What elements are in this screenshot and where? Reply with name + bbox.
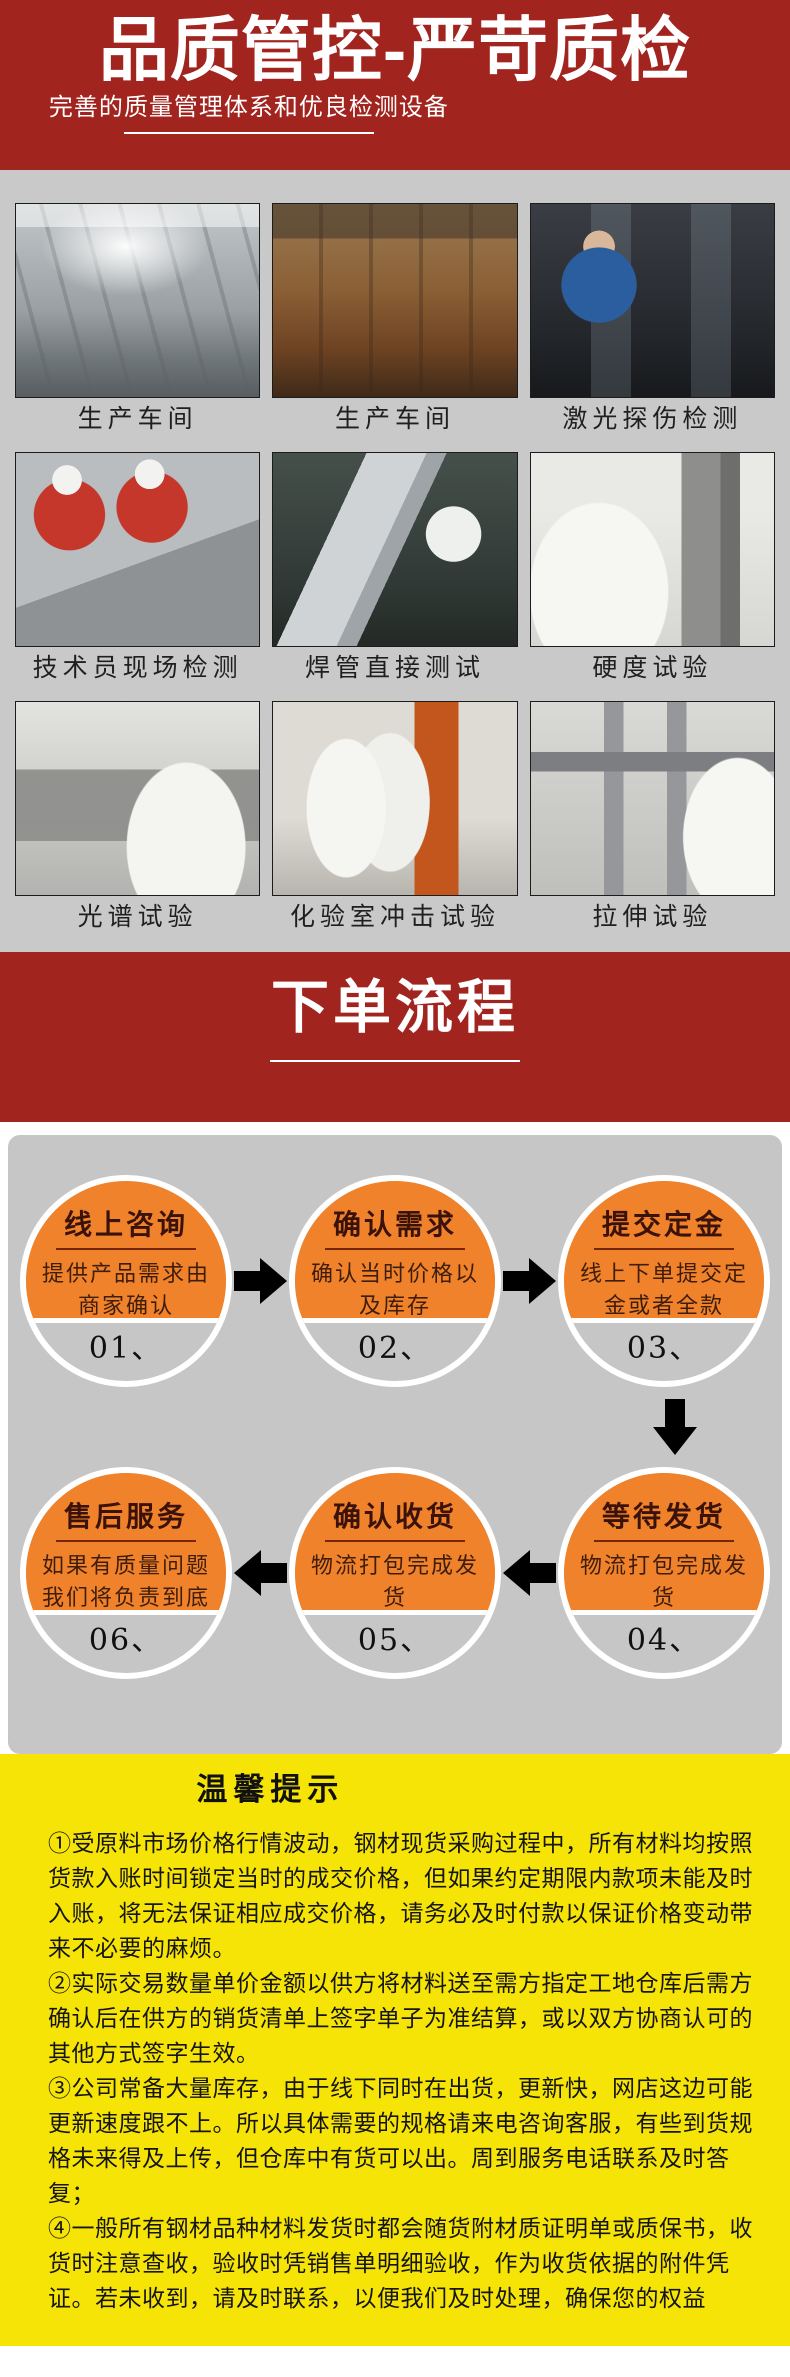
step-circle-top: 等待发货 物流打包完成发货 [564, 1473, 764, 1615]
flow-down-connector [8, 1399, 782, 1457]
order-process-banner: 下单流程 [0, 952, 790, 1122]
step-title: 确认需求 [324, 1203, 465, 1250]
step-circle-05: 确认收货 物流打包完成发货 05、 [289, 1467, 501, 1679]
photo-caption: 焊管直接测试 [304, 653, 485, 682]
photo-card: 焊管直接测试 [272, 452, 518, 691]
step-circle-top: 线上咨询 提供产品需求由商家确认 [26, 1181, 226, 1323]
hardness-test-photo [529, 452, 775, 647]
order-flow-wrap: 线上咨询 提供产品需求由商家确认 01、 确认需求 确认当时价格以及库存 02、 [0, 1122, 790, 1754]
tips-body: ①受原料市场价格行情波动，钢材现货采购过程中，所有材料均按照货款入账时间锁定当时… [48, 1826, 754, 2316]
flow-row-1: 线上咨询 提供产品需求由商家确认 01、 确认需求 确认当时价格以及库存 02、 [8, 1175, 782, 1387]
step-title: 售后服务 [55, 1495, 196, 1542]
welded-pipe-test-photo [272, 452, 518, 647]
step-number: 04、 [626, 1623, 702, 1658]
arrow-right-icon [234, 1258, 287, 1304]
banner-underline [270, 1060, 520, 1062]
tips-paragraph-2: ②实际交易数量单价金额以供方将材料送至需方指定工地仓库后需方确认后在供方的销货清… [48, 1970, 753, 2066]
photo-card: 激光探伤检测 [529, 203, 775, 442]
page-subtitle: 完善的质量管理体系和优良检测设备 [48, 94, 449, 121]
spectrum-test-photo [15, 701, 261, 896]
step-desc: 物流打包完成发货 [579, 1554, 748, 1611]
tips-section: 温馨提示 ①受原料市场价格行情波动，钢材现货采购过程中，所有材料均按照货款入账时… [0, 1754, 790, 2346]
photo-card: 技术员现场检测 [15, 452, 261, 691]
photo-caption: 激光探伤检测 [562, 404, 743, 433]
step-title: 线上咨询 [55, 1203, 196, 1250]
step-title: 提交定金 [593, 1203, 734, 1250]
flow-row-2: 售后服务 如果有质量问题我们将负责到底 06、 确认收货 物流打包完成发货 05… [8, 1467, 782, 1679]
photo-caption: 生产车间 [77, 404, 198, 433]
photo-grid: 生产车间 生产车间 激光探伤检测 技术员现场检测 焊管直接测试 硬度试验 [15, 203, 775, 940]
photo-caption: 生产车间 [334, 404, 455, 433]
production-workshop-photo-2 [272, 203, 518, 398]
photo-caption: 技术员现场检测 [32, 653, 243, 682]
tips-paragraph-3: ③公司常备大量库存，由于线下同时在出货，更新快，网店这边可能更新速度跟不上。所以… [48, 2075, 753, 2206]
step-desc: 确认当时价格以及库存 [310, 1262, 479, 1319]
step-desc: 提供产品需求由商家确认 [41, 1262, 210, 1319]
arrow-left-icon [234, 1550, 287, 1596]
production-workshop-photo-1 [15, 203, 261, 398]
lab-impact-test-photo [272, 701, 518, 896]
photo-card: 光谱试验 [15, 701, 261, 940]
laser-flaw-detection-photo [529, 203, 775, 398]
photo-card: 生产车间 [15, 203, 261, 442]
step-circle-06: 售后服务 如果有质量问题我们将负责到底 06、 [20, 1467, 232, 1679]
step-number: 02、 [357, 1331, 433, 1366]
tips-title: 温馨提示 [196, 1772, 345, 1807]
arrow-left-icon [503, 1550, 556, 1596]
photo-caption: 化验室冲击试验 [289, 902, 500, 931]
tips-paragraph-4: ④一般所有钢材品种材料发货时都会随货附材质证明单或质保书，收货时注意查收，验收时… [48, 2215, 753, 2311]
arrow-down-icon [653, 1399, 697, 1457]
photo-caption: 拉伸试验 [592, 902, 713, 931]
step-desc: 物流打包完成发货 [310, 1554, 479, 1611]
photo-caption: 硬度试验 [592, 653, 713, 682]
step-circle-top: 售后服务 如果有质量问题我们将负责到底 [26, 1473, 226, 1615]
subtitle-underline [123, 132, 374, 134]
photo-card: 拉伸试验 [529, 701, 775, 940]
quality-header-banner: 品质管控-严苛质检 完善的质量管理体系和优良检测设备 [0, 0, 790, 170]
arrow-right-icon [503, 1258, 556, 1304]
step-number: 06、 [88, 1623, 164, 1658]
step-circle-top: 提交定金 线上下单提交定金或者全款 [564, 1181, 764, 1323]
order-flow-panel: 线上咨询 提供产品需求由商家确认 01、 确认需求 确认当时价格以及库存 02、 [8, 1135, 782, 1754]
order-process-title: 下单流程 [270, 975, 519, 1040]
step-number: 03、 [626, 1331, 702, 1366]
step-circle-03: 提交定金 线上下单提交定金或者全款 03、 [558, 1175, 770, 1387]
quality-photos-section: 生产车间 生产车间 激光探伤检测 技术员现场检测 焊管直接测试 硬度试验 [0, 170, 790, 952]
step-desc: 如果有质量问题我们将负责到底 [41, 1554, 210, 1611]
onsite-inspection-photo [15, 452, 261, 647]
photo-card: 硬度试验 [529, 452, 775, 691]
subtitle-wrap: 完善的质量管理体系和优良检测设备 [0, 92, 498, 134]
tips-title-wrap: 温馨提示 [48, 1768, 493, 1812]
footer-spacer [0, 2346, 790, 2377]
photo-card: 化验室冲击试验 [272, 701, 518, 940]
tips-paragraph-1: ①受原料市场价格行情波动，钢材现货采购过程中，所有材料均按照货款入账时间锁定当时… [48, 1830, 753, 1961]
step-title: 等待发货 [593, 1495, 734, 1542]
page-title: 品质管控-严苛质检 [98, 11, 692, 89]
tensile-test-photo [529, 701, 775, 896]
step-title: 确认收货 [324, 1495, 465, 1542]
step-circle-top: 确认需求 确认当时价格以及库存 [295, 1181, 495, 1323]
step-circle-top: 确认收货 物流打包完成发货 [295, 1473, 495, 1615]
photo-card: 生产车间 [272, 203, 518, 442]
step-number: 01、 [88, 1331, 164, 1366]
step-number: 05、 [357, 1623, 433, 1658]
step-desc: 线上下单提交定金或者全款 [579, 1262, 748, 1319]
step-circle-01: 线上咨询 提供产品需求由商家确认 01、 [20, 1175, 232, 1387]
step-circle-04: 等待发货 物流打包完成发货 04、 [558, 1467, 770, 1679]
step-circle-02: 确认需求 确认当时价格以及库存 02、 [289, 1175, 501, 1387]
photo-caption: 光谱试验 [77, 902, 198, 931]
